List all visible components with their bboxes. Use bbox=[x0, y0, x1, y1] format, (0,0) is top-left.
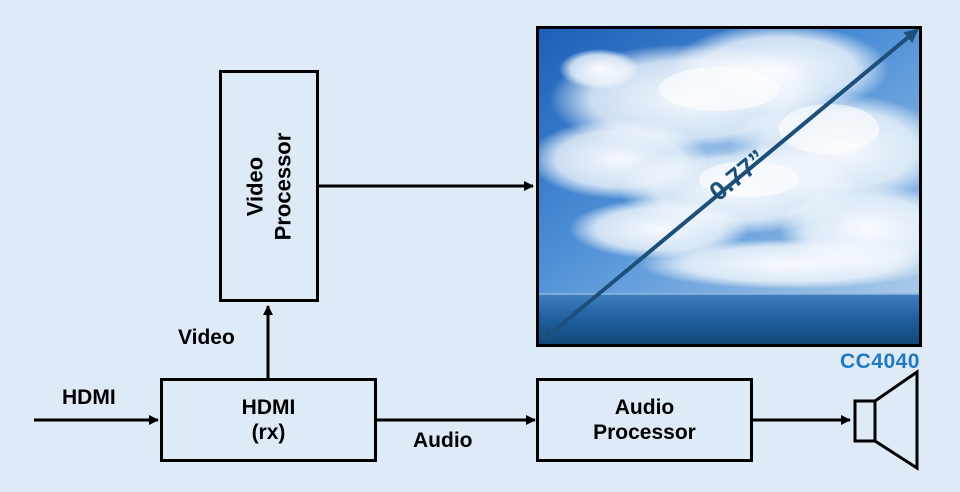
audio-processor-label: Audio Processor bbox=[593, 395, 696, 444]
hdmi-rx-block: HDMI (rx) bbox=[160, 378, 377, 462]
audio-signal-label: Audio bbox=[413, 429, 473, 452]
speaker-icon bbox=[853, 369, 919, 471]
video-signal-label: Video bbox=[178, 326, 235, 349]
model-label: CC4040 bbox=[839, 350, 920, 373]
diagonal-measure-arrow bbox=[541, 28, 919, 342]
audio-processor-block: Audio Processor bbox=[536, 378, 753, 462]
video-processor-block: Video Processor bbox=[219, 70, 319, 302]
video-processor-label: Video Processor bbox=[242, 132, 296, 240]
hdmi-rx-label: HDMI (rx) bbox=[241, 395, 296, 444]
hdmi-input-label: HDMI bbox=[62, 386, 116, 409]
